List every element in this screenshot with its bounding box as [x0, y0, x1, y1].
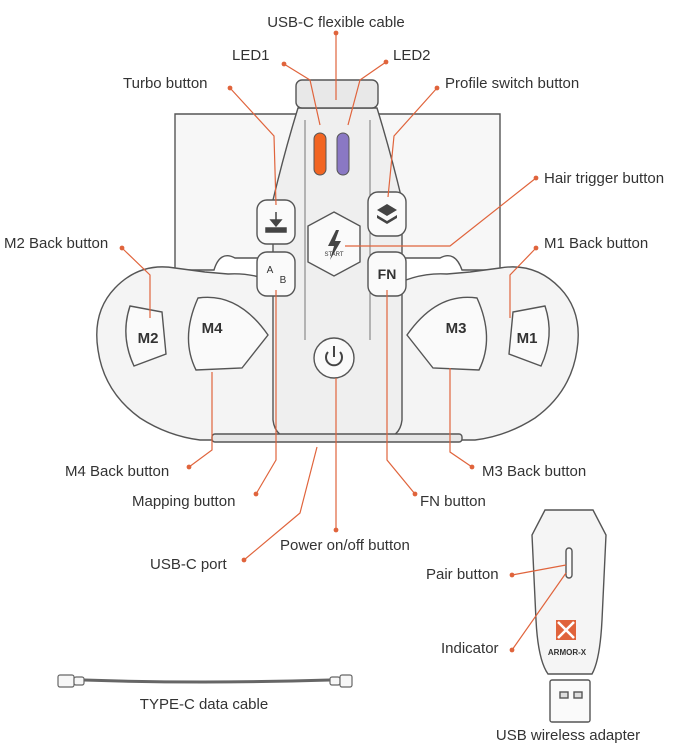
mapping-button[interactable] [256, 251, 296, 297]
label-fn-button: FN button [420, 493, 486, 510]
label-indicator: Indicator [441, 640, 499, 657]
label-m4-back-button: M4 Back button [65, 463, 170, 480]
label-led1: LED1 [232, 47, 270, 64]
led2 [336, 132, 350, 176]
label-hair-trigger-button: Hair trigger button [544, 170, 665, 187]
lightning-icon [328, 230, 341, 260]
mark-mapping-a: A [267, 265, 274, 276]
led1 [313, 132, 327, 176]
label-profile-switch-button: Profile switch button [445, 75, 580, 92]
label-pair-button: Pair button [426, 566, 499, 583]
mark-m4: M4 [202, 320, 223, 337]
label-power-button: Power on/off button [280, 537, 410, 554]
power-icon [325, 346, 343, 367]
m1-button[interactable] [508, 305, 550, 367]
mark-start: START [324, 252, 343, 258]
mark-fn: FN [378, 266, 397, 282]
m4-button[interactable] [187, 296, 269, 371]
layers-icon [377, 204, 397, 224]
label-turbo-button: Turbo button [123, 75, 208, 92]
label-m1-back-button: M1 Back button [544, 235, 649, 252]
base-plate [211, 433, 463, 443]
mark-m3: M3 [446, 320, 467, 337]
mark-m1: M1 [517, 330, 538, 347]
mark-m2: M2 [138, 330, 159, 347]
label-usb-adapter: USB wireless adapter [495, 727, 641, 744]
label-m3-back-button: M3 Back button [482, 463, 587, 480]
m2-button[interactable] [125, 305, 167, 367]
usbc-cable-head [295, 79, 379, 109]
label-m2-back-button: M2 Back button [4, 235, 109, 252]
typec-cable [57, 674, 353, 688]
mark-mapping-b: B [280, 275, 287, 286]
turbo-icon [265, 212, 287, 233]
m3-button[interactable] [406, 296, 488, 371]
power-button[interactable] [313, 337, 355, 379]
label-usbc-flexible-cable: USB-C flexible cable [267, 14, 405, 31]
usb-adapter [531, 509, 607, 723]
label-typec-cable: TYPE-C data cable [139, 696, 269, 713]
label-usbc-port: USB-C port [150, 556, 227, 573]
brand-name: ARMOR-X [548, 648, 587, 657]
label-mapping-button: Mapping button [132, 493, 236, 510]
label-led2: LED2 [393, 47, 431, 64]
brand-logo-mark [557, 621, 575, 639]
